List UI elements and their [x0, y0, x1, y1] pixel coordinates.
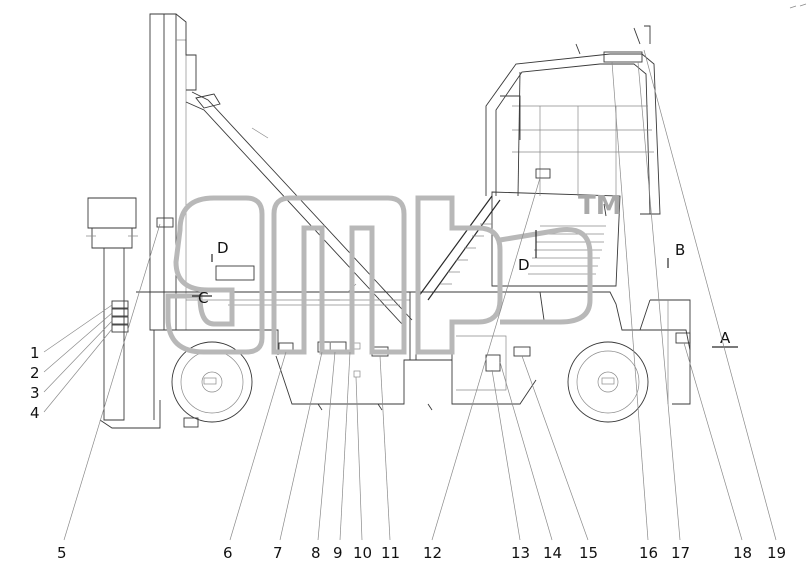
callout-numbers: 1 2 3 4 5 6 7 8 9 10 11 12 13 14 15 16 1… [30, 344, 786, 562]
callout-3: 3 [30, 384, 40, 402]
section-d-center: D [518, 256, 530, 274]
callout-12: 12 [423, 544, 442, 562]
callout-10: 10 [353, 544, 372, 562]
callout-1: 1 [30, 344, 40, 362]
section-markers: D C D B A [192, 230, 738, 348]
callout-4: 4 [30, 404, 40, 422]
callout-7: 7 [273, 544, 283, 562]
watermark-tm: TM [578, 191, 622, 221]
section-d-left: D [217, 239, 229, 257]
callout-11: 11 [381, 544, 400, 562]
callout-2: 2 [30, 364, 40, 382]
callout-6: 6 [223, 544, 233, 562]
leader-lines [43, 49, 777, 541]
callout-9: 9 [333, 544, 343, 562]
callout-16: 16 [639, 544, 658, 562]
callout-15: 15 [579, 544, 598, 562]
callout-5: 5 [57, 544, 67, 562]
decal-markers [111, 51, 691, 428]
section-c: C [198, 289, 208, 307]
section-b: B [675, 241, 685, 259]
machine-outline [86, 13, 691, 429]
section-a: A [720, 329, 731, 347]
watermark-logo: TM [165, 191, 622, 355]
callout-19: 19 [767, 544, 786, 562]
callout-13: 13 [511, 544, 530, 562]
callout-18: 18 [733, 544, 752, 562]
callout-8: 8 [311, 544, 321, 562]
callout-14: 14 [543, 544, 562, 562]
callout-17: 17 [671, 544, 690, 562]
corner-marks [789, 3, 807, 9]
